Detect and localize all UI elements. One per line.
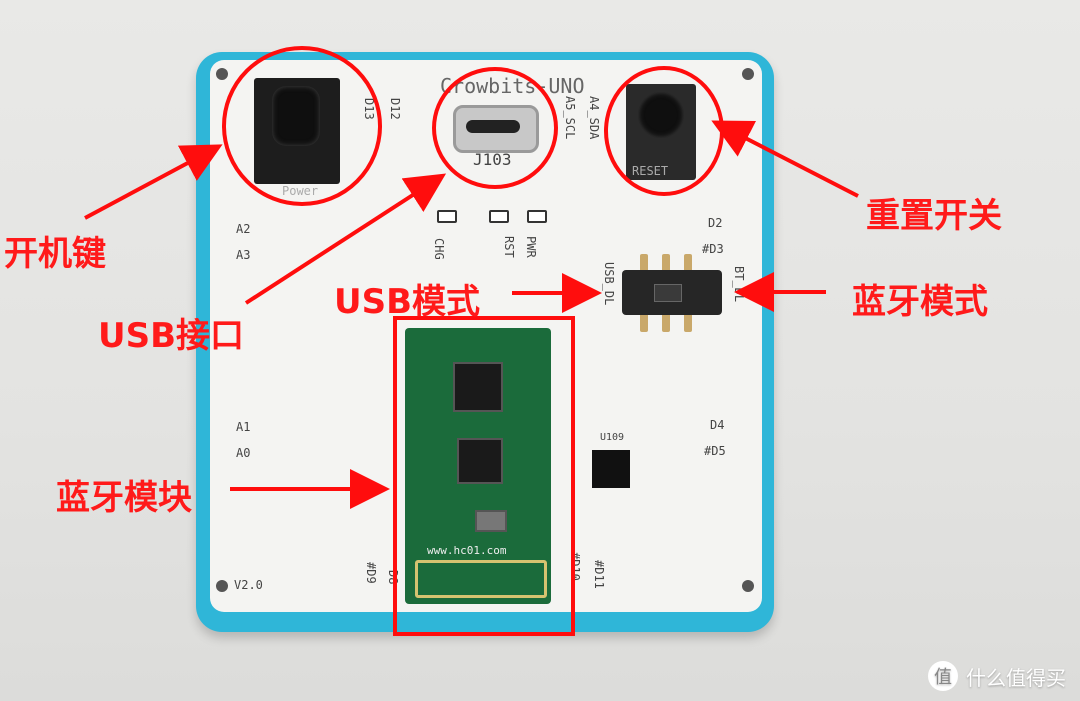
- switch-pin: [684, 254, 692, 274]
- d3-silkscreen: #D3: [702, 242, 724, 256]
- a0-silkscreen: A0: [236, 446, 251, 460]
- led-rst: [489, 210, 509, 223]
- a2-silkscreen: A2: [236, 222, 251, 236]
- usb-port-highlight-circle: [432, 67, 558, 189]
- arrow-to-reset: [711, 120, 859, 198]
- mode-slide-switch: [622, 270, 722, 315]
- crystal: [475, 510, 507, 532]
- a3-silkscreen: A3: [236, 248, 251, 262]
- watermark: 值 什么值得买: [928, 661, 1066, 691]
- version-silkscreen: V2.0: [234, 578, 263, 592]
- bt-chip: [453, 362, 503, 412]
- label-bt-module: 蓝牙模块: [56, 478, 192, 518]
- bt-chip: [457, 438, 503, 484]
- site-silkscreen: www.hc01.com: [427, 544, 507, 557]
- mount-hole: [742, 580, 754, 592]
- u109-chip: [592, 450, 630, 488]
- arrow-to-usb-port: [244, 173, 447, 305]
- arrow-to-power-key: [84, 144, 223, 220]
- mount-hole: [216, 580, 228, 592]
- label-bt-mode: 蓝牙模式: [852, 282, 988, 322]
- switch-pin: [662, 312, 670, 332]
- mount-hole: [742, 68, 754, 80]
- led-pwr: [527, 210, 547, 223]
- watermark-text: 什么值得买: [966, 665, 1066, 690]
- a1-silkscreen: A1: [236, 420, 251, 434]
- switch-pin: [662, 254, 670, 274]
- switch-pin: [640, 254, 648, 274]
- d2-silkscreen: D2: [708, 216, 723, 230]
- switch-pin: [684, 312, 692, 332]
- led-chg: [437, 210, 457, 223]
- label-usb-port: USB接口: [98, 316, 245, 356]
- power-key-highlight-circle: [222, 46, 382, 206]
- d4-silkscreen: D4: [710, 418, 725, 432]
- u109-silkscreen: U109: [600, 432, 625, 443]
- label-power-key: 开机键: [4, 234, 106, 274]
- label-usb-mode: USB模式: [334, 282, 481, 322]
- pcb-antenna: [415, 560, 547, 598]
- bt-module-highlight-rect: [393, 316, 575, 636]
- label-reset-switch: 重置开关: [866, 196, 1002, 236]
- mount-hole: [216, 68, 228, 80]
- d5-silkscreen: #D5: [704, 444, 726, 458]
- switch-pin: [640, 312, 648, 332]
- bluetooth-module-pcb: www.hc01.com: [405, 328, 551, 604]
- watermark-badge: 值: [928, 661, 958, 691]
